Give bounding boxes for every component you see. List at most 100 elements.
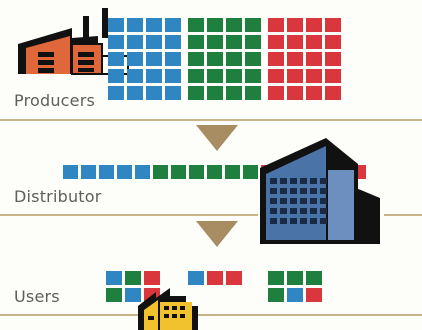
product-block [144,271,160,285]
window [270,198,277,204]
window [270,208,277,214]
user-order-2 [188,271,242,285]
product-block [245,35,261,49]
product-block [165,18,181,32]
window [310,178,317,184]
product-block [171,165,186,179]
product-block [207,165,222,179]
window [270,188,277,194]
product-block [287,18,303,32]
product-block [127,86,143,100]
window [280,198,287,204]
window [280,218,287,224]
product-block [306,271,322,285]
window [290,198,297,204]
window [300,208,307,214]
product-block [207,52,223,66]
product-block [188,52,204,66]
window [280,208,287,214]
product-block [207,69,223,83]
product-block [268,271,284,285]
product-block [268,69,284,83]
product-block [226,35,242,49]
product-block [243,165,258,179]
building-windows [270,178,327,224]
window [290,188,297,194]
product-block [117,165,132,179]
product-block [325,52,341,66]
product-block [106,288,122,302]
product-block [207,271,223,285]
product-block [306,86,322,100]
product-block [188,86,204,100]
product-block [108,86,124,100]
window [300,188,307,194]
users-label: Users [14,287,60,306]
product-block [245,69,261,83]
user-order-3 [268,271,322,302]
distributor-divider-right [384,214,422,216]
down-arrow-icon [196,125,238,151]
window [320,218,327,224]
product-block [127,18,143,32]
product-block [207,18,223,32]
window [310,218,317,224]
distributor-divider [0,214,258,216]
window [310,188,317,194]
product-block [287,69,303,83]
product-block [127,35,143,49]
product-block [165,35,181,49]
window [320,198,327,204]
product-block [188,18,204,32]
product-block [245,18,261,32]
product-block [127,69,143,83]
window [320,188,327,194]
window [290,218,297,224]
product-block [306,52,322,66]
product-block [153,165,168,179]
window [280,178,287,184]
window [320,208,327,214]
product-block [268,288,284,302]
product-block [325,86,341,100]
product-block [108,52,124,66]
window [290,208,297,214]
product-block [135,165,150,179]
product-block [125,271,141,285]
product-block [165,69,181,83]
warehouse-icon [138,288,198,330]
product-block [306,18,322,32]
product-block [146,18,162,32]
product-block [268,86,284,100]
window [290,178,297,184]
window [310,208,317,214]
product-block [189,165,204,179]
product-block [108,35,124,49]
product-block [146,35,162,49]
producers-label: Producers [14,91,96,110]
product-block [306,69,322,83]
product-block [63,165,78,179]
product-block [188,271,204,285]
product-block [325,18,341,32]
product-block [226,86,242,100]
product-block [325,69,341,83]
product-block [268,35,284,49]
window [300,218,307,224]
window [310,198,317,204]
product-block [146,52,162,66]
product-block [287,52,303,66]
product-block [125,288,141,302]
window [300,198,307,204]
distributor-label: Distributor [14,187,102,206]
product-block [108,69,124,83]
down-arrow-icon-2 [196,221,238,247]
users-divider [0,314,422,316]
product-block [106,271,122,285]
product-block [127,52,143,66]
producer-blocks-blue [108,18,181,100]
producer-blocks-red [268,18,341,100]
product-block [287,288,303,302]
office-building-icon [260,138,380,244]
